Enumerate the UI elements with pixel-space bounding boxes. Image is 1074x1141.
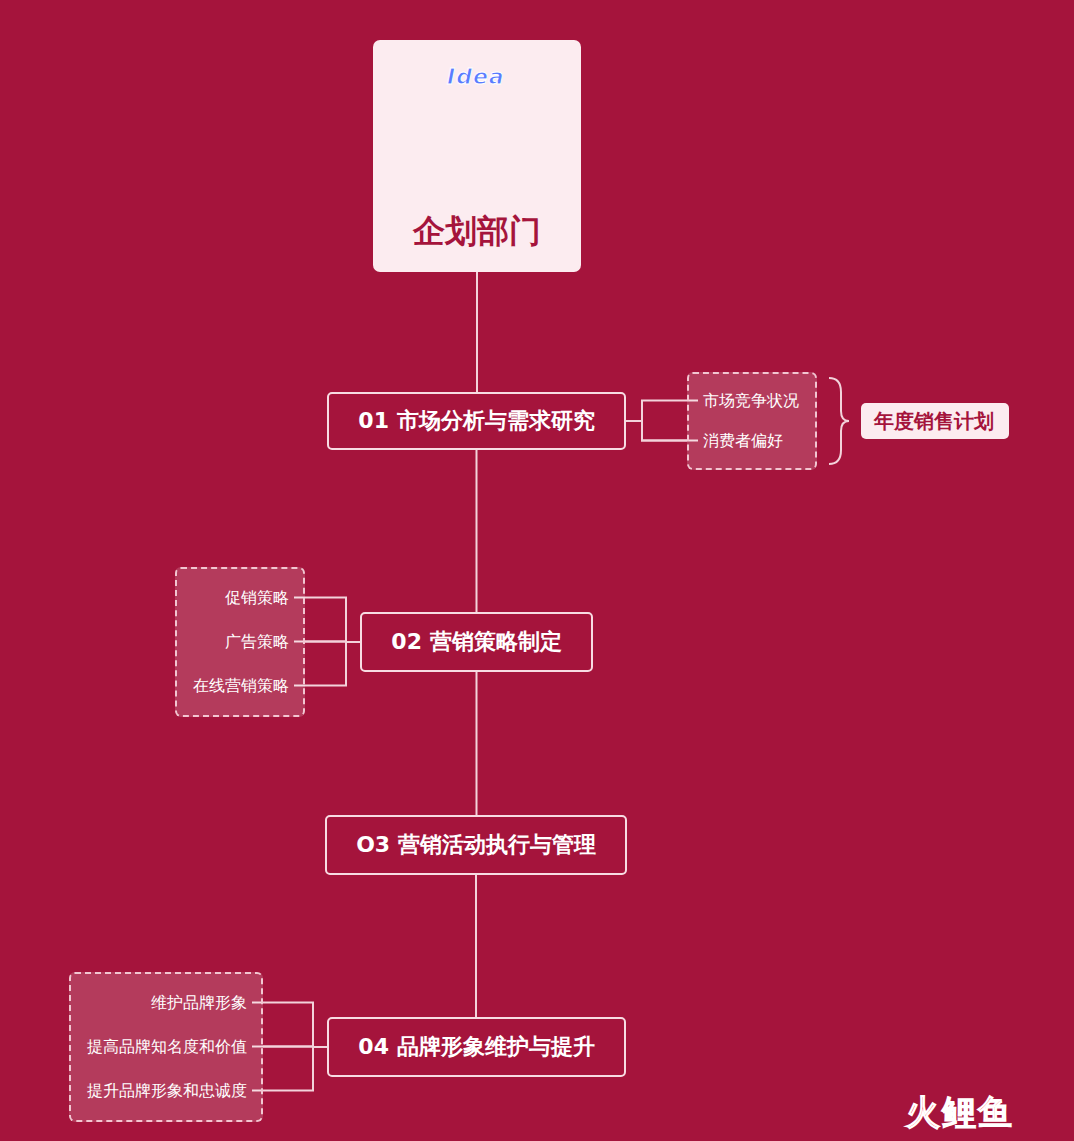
- detail-item: 市场竞争状况: [703, 381, 801, 421]
- step-title: 01 市场分析与需求研究: [357, 394, 596, 448]
- detail-item: 促销策略: [191, 576, 289, 620]
- fork-line: [642, 421, 687, 441]
- watermark: 火鲤鱼: [906, 1090, 1014, 1136]
- result-tag: 年度销售计划: [861, 403, 1009, 439]
- fork-line: [263, 1003, 313, 1048]
- connector-line: [476, 672, 478, 815]
- process-box: 01 市场分析与需求研究: [327, 392, 626, 450]
- detail-item: 维护品牌形象: [85, 981, 247, 1025]
- fork-line: [305, 598, 346, 643]
- icon-word: Idea: [447, 64, 505, 89]
- department-title: 企划部门: [373, 206, 581, 256]
- detail-item: 广告策略: [191, 620, 289, 664]
- detail-group: 维护品牌形象提高品牌知名度和价值提升品牌形象和忠诚度: [69, 972, 263, 1122]
- process-box: O3 营销活动执行与管理: [325, 815, 627, 875]
- step-title: O3 营销活动执行与管理: [355, 817, 597, 873]
- step-title: 04 品牌形象维护与提升: [357, 1019, 596, 1075]
- fork-line: [305, 642, 346, 686]
- detail-item: 消费者偏好: [703, 421, 801, 461]
- fork-line: [263, 1047, 313, 1091]
- curly-bracket: [829, 378, 849, 464]
- detail-item: 提升品牌形象和忠诚度: [85, 1069, 247, 1113]
- fork-line: [263, 1046, 313, 1049]
- connector-line: [263, 1046, 327, 1049]
- connector-line: [475, 875, 477, 1017]
- step-title: 02 营销策略制定: [390, 614, 563, 670]
- detail-group: 市场竞争状况消费者偏好: [687, 372, 817, 470]
- fork-line: [642, 401, 687, 422]
- detail-item: 在线营销策略: [191, 664, 289, 708]
- connector-line: [476, 272, 478, 392]
- process-box: 04 品牌形象维护与提升: [327, 1017, 626, 1077]
- connector-line: [476, 450, 478, 612]
- fork-line: [305, 641, 346, 644]
- process-box: 02 营销策略制定: [360, 612, 593, 672]
- connector-line: [626, 421, 687, 441]
- connector-line: [305, 641, 360, 644]
- detail-group: 促销策略广告策略在线营销策略: [175, 567, 305, 717]
- result-text: 年度销售计划: [874, 408, 996, 434]
- detail-item: 提高品牌知名度和价值: [85, 1025, 247, 1069]
